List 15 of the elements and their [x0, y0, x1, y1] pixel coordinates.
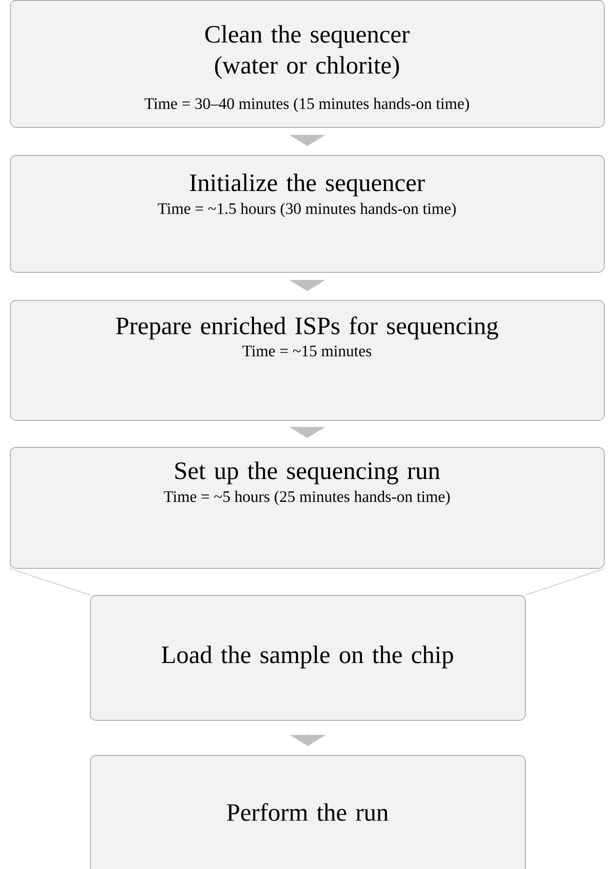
arrow — [290, 730, 326, 746]
arrow — [289, 426, 326, 438]
step-title: Set up the sequencing run — [175, 462, 440, 484]
arrow — [289, 280, 326, 291]
step-title: Perform the run — [227, 803, 388, 821]
step-title: Prepare enriched ISPs for sequencing — [116, 316, 498, 340]
expansion-lines — [10, 568, 605, 596]
step-title: Initialize the sequencer — [190, 174, 425, 196]
time-note: Time = ~15 minutes — [242, 346, 372, 356]
time-note: Time = ~5 hours (25 minutes hands-on time) — [164, 490, 450, 506]
step-title: Clean the sequencer (water or chlorite) — [205, 25, 410, 79]
step-title: Load the sample on the chip — [162, 646, 454, 668]
time-note: Time = 30–40 minutes (15 minutes hands-on time) — [144, 98, 469, 112]
arrow — [289, 134, 326, 146]
time-note: Time = ~1.5 hours (30 minutes hands-on time) — [158, 202, 456, 218]
